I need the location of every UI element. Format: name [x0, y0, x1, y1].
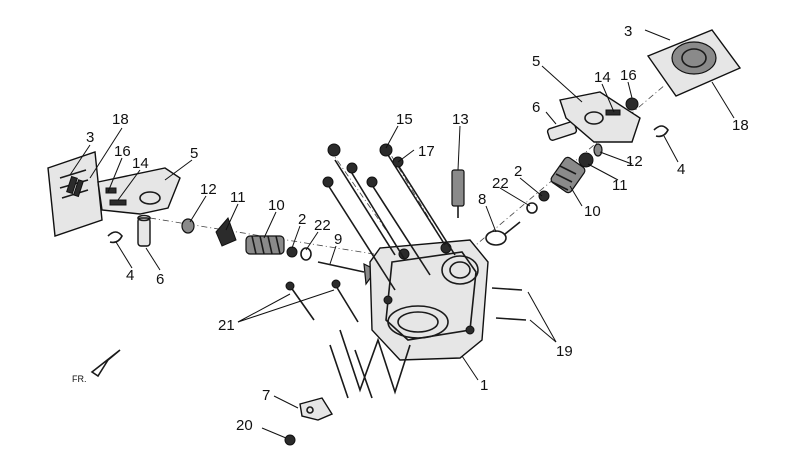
callout-2-right: 2 — [514, 163, 522, 180]
callout-11-left: 11 — [230, 189, 246, 206]
front-orientation-arrow: FR. — [72, 349, 121, 384]
callout-7: 7 — [262, 387, 270, 404]
lower-bracket — [299, 397, 334, 421]
spark-plug — [451, 169, 465, 218]
callout-15: 15 — [396, 111, 413, 128]
callout-19: 19 — [556, 343, 573, 360]
right-valve-cover-plate — [646, 29, 742, 97]
left-valve-spring — [245, 235, 285, 255]
callout-2-left: 2 — [298, 211, 306, 228]
callout-17: 17 — [418, 143, 435, 160]
left-washer-seal — [286, 246, 312, 261]
callout-1: 1 — [480, 377, 488, 394]
right-washer-seal — [526, 190, 550, 214]
callout-3-left: 3 — [86, 129, 94, 146]
callout-16-right: 16 — [620, 67, 637, 84]
callout-12-left: 12 — [200, 181, 217, 198]
left-valve-cover-plate — [47, 151, 103, 237]
callout-9: 9 — [334, 231, 342, 248]
right-valve-cotter — [578, 152, 594, 168]
intake-valve — [317, 261, 377, 286]
right-valve-spring — [550, 156, 586, 194]
callout-22-right: 22 — [492, 175, 509, 192]
callout-8: 8 — [478, 191, 486, 208]
callout-5-right: 5 — [532, 53, 540, 70]
callout-18-right: 18 — [732, 117, 749, 134]
front-orientation-label: FR. — [72, 374, 87, 384]
callout-18-left: 18 — [112, 111, 129, 128]
left-clip — [107, 231, 123, 244]
exhaust-valve-seal — [485, 221, 521, 246]
callout-11-right: 11 — [612, 177, 628, 194]
callout-10-right: 10 — [584, 203, 601, 220]
left-retainer — [181, 218, 195, 234]
cylinder-head — [329, 239, 489, 399]
callout-6-left: 6 — [156, 271, 164, 288]
exhaust-studs — [491, 287, 527, 321]
right-clip — [653, 125, 669, 138]
callout-3-right: 3 — [624, 23, 632, 40]
callout-labels: 1 2 2 3 3 4 4 5 5 6 6 7 8 9 10 10 11 11 … — [86, 23, 749, 434]
callout-6-right: 6 — [532, 99, 540, 116]
callout-21: 21 — [218, 317, 235, 334]
callout-20: 20 — [236, 417, 253, 434]
left-valve-cotter — [215, 217, 237, 247]
callout-16-left: 16 — [114, 143, 131, 160]
callout-4-left: 4 — [126, 267, 134, 284]
callout-22-left: 22 — [314, 217, 331, 234]
leader-lines — [69, 29, 735, 439]
right-rocker-arm — [559, 91, 641, 143]
left-rocker-arm — [97, 167, 181, 215]
callout-5-left: 5 — [190, 145, 198, 162]
callout-12-right: 12 — [626, 153, 643, 170]
long-bolts — [285, 279, 359, 323]
callout-14-right: 14 — [594, 69, 611, 86]
right-retainer — [593, 143, 603, 157]
callout-10-left: 10 — [268, 197, 285, 214]
callout-13: 13 — [452, 111, 469, 128]
bracket-bolt — [284, 434, 296, 446]
head-studs — [322, 143, 456, 291]
left-rocker-shaft — [137, 214, 151, 247]
callout-4-right: 4 — [677, 161, 685, 178]
callout-14-left: 14 — [132, 155, 149, 172]
